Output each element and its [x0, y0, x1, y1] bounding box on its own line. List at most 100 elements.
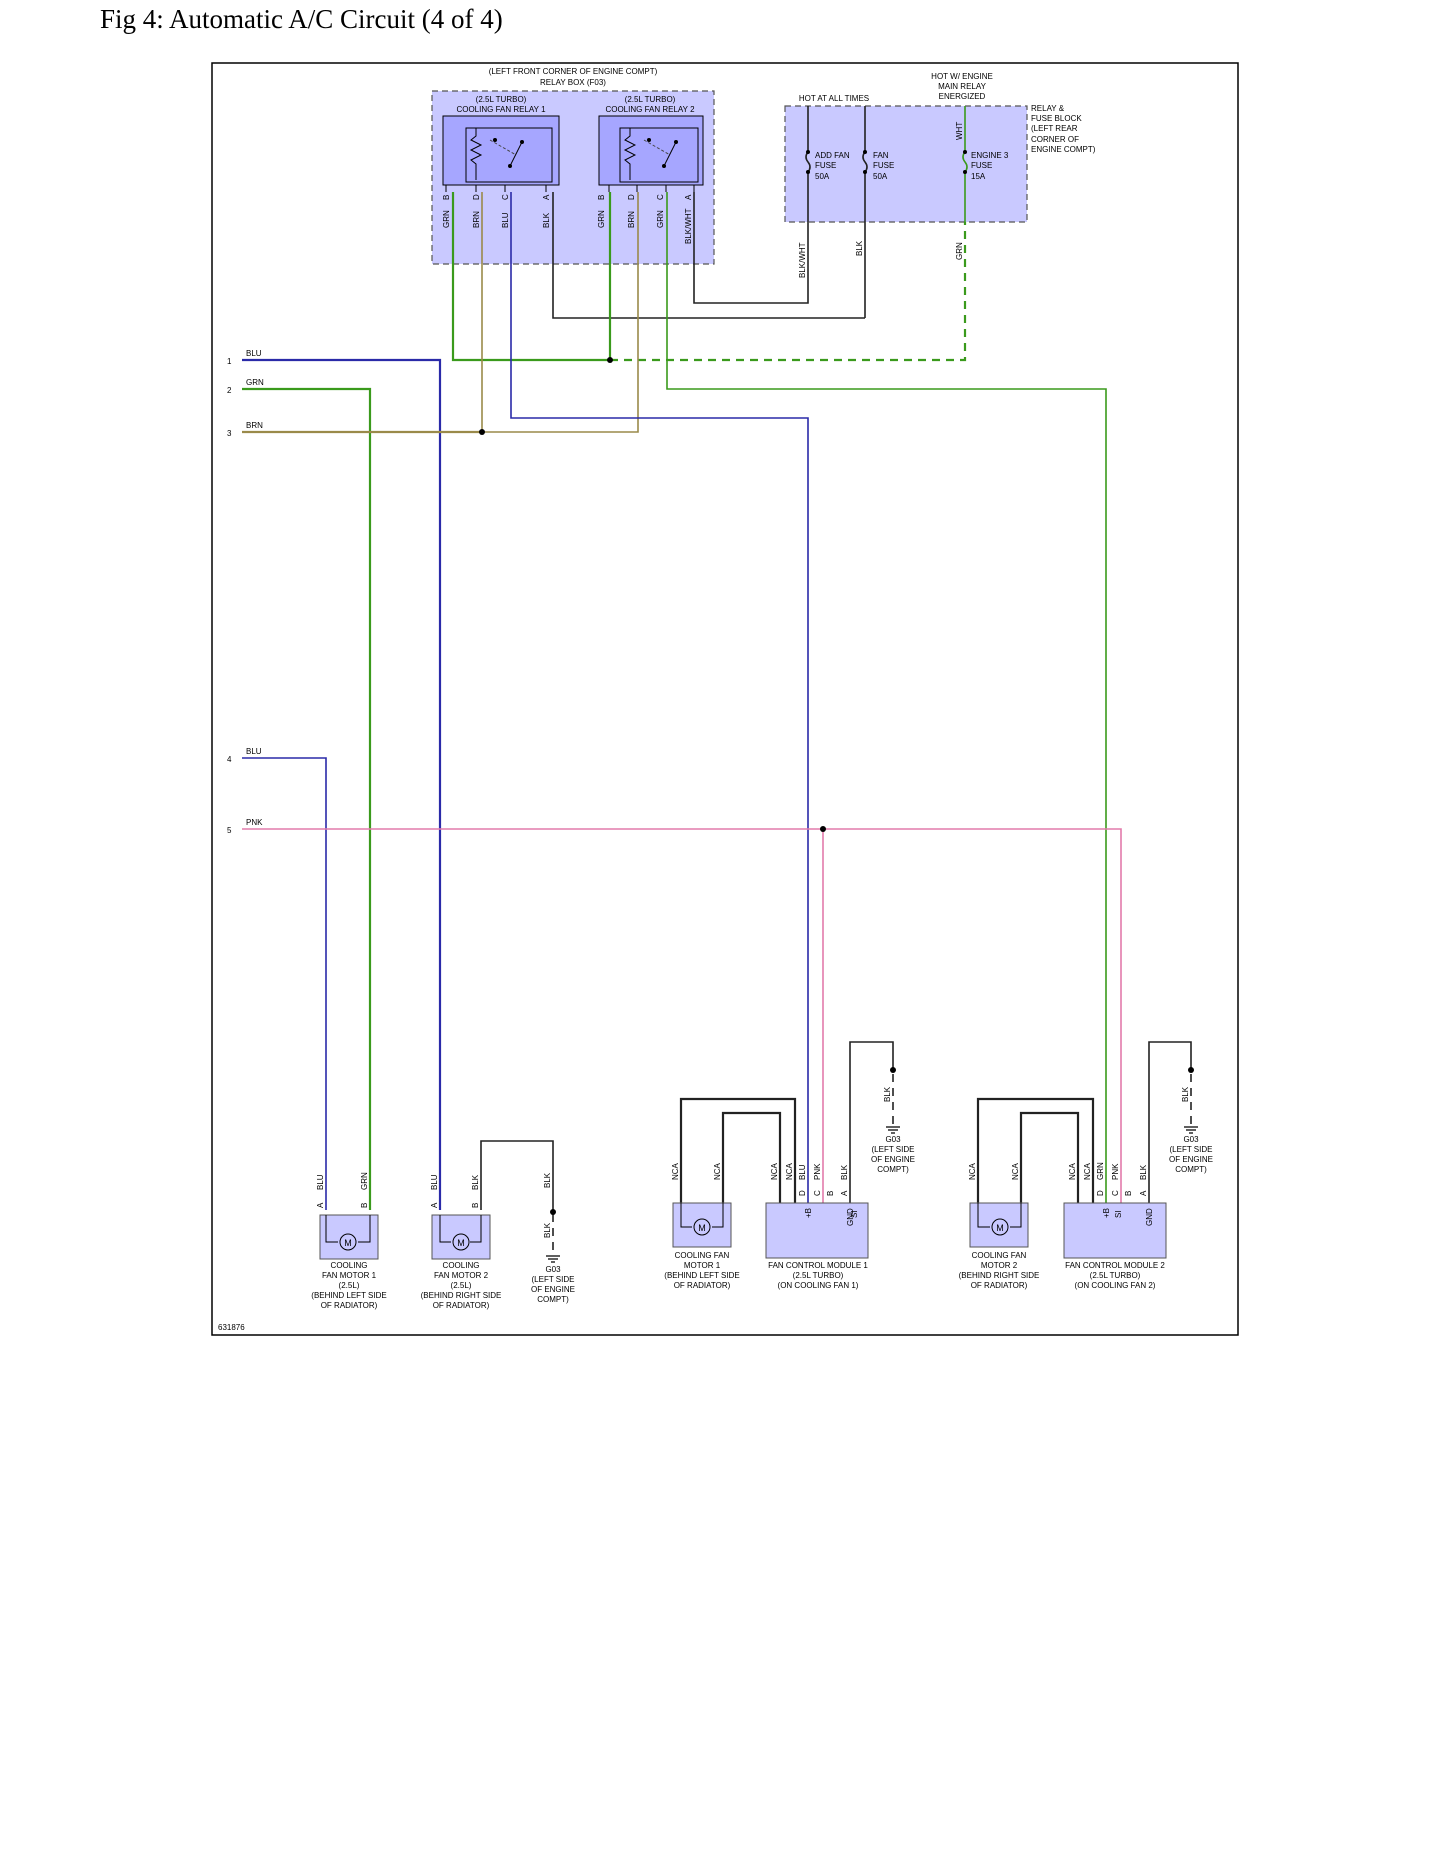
svg-text:BRN: BRN	[246, 421, 263, 430]
svg-text:15A: 15A	[971, 172, 986, 181]
svg-text:GRN: GRN	[442, 210, 451, 228]
svg-text:RELAY BOX (F03): RELAY BOX (F03)	[540, 78, 606, 87]
svg-text:(2.5L TURBO): (2.5L TURBO)	[476, 95, 527, 104]
svg-text:PNK: PNK	[1111, 1163, 1120, 1180]
svg-text:50A: 50A	[815, 172, 830, 181]
svg-text:GRN: GRN	[246, 378, 264, 387]
svg-text:(BEHIND LEFT SIDE: (BEHIND LEFT SIDE	[311, 1291, 386, 1300]
svg-text:NCA: NCA	[968, 1162, 977, 1180]
svg-text:B: B	[597, 195, 606, 200]
svg-text:A: A	[316, 1202, 325, 1208]
svg-text:BLK: BLK	[543, 1172, 552, 1188]
svg-text:FUSE BLOCK: FUSE BLOCK	[1031, 114, 1082, 123]
svg-text:C: C	[501, 194, 510, 200]
svg-text:BLU: BLU	[246, 747, 262, 756]
connector-2: 2 GRN	[227, 378, 264, 395]
svg-text:(ON COOLING FAN 2): (ON COOLING FAN 2)	[1075, 1281, 1156, 1290]
svg-text:G03: G03	[545, 1265, 561, 1274]
svg-text:(2.5L TURBO): (2.5L TURBO)	[1090, 1271, 1141, 1280]
motor-symbol: M	[344, 1238, 352, 1248]
svg-text:HOT AT ALL TIMES: HOT AT ALL TIMES	[799, 94, 869, 103]
svg-text:D: D	[798, 1190, 807, 1196]
fan-control-module-1: NCA NCA BLU PNK BLK D C B A +B SI GND FA…	[765, 1162, 869, 1290]
cooling-fan-motor-1-turbo: NCA NCA M COOLING FAN MOTOR 1 (BEHIND LE…	[664, 1162, 739, 1290]
svg-text:B: B	[442, 195, 451, 200]
svg-text:ADD FAN: ADD FAN	[815, 151, 850, 160]
svg-text:FAN MOTOR 1: FAN MOTOR 1	[322, 1271, 377, 1280]
svg-text:SI: SI	[850, 1210, 859, 1218]
svg-text:COOLING FAN RELAY 2: COOLING FAN RELAY 2	[605, 105, 695, 114]
svg-text:GRN: GRN	[597, 210, 606, 228]
svg-text:(LEFT FRONT CORNER OF ENGINE C: (LEFT FRONT CORNER OF ENGINE COMPT)	[489, 67, 658, 76]
cooling-fan-motor-2: BLU BLK A B M COOLING FAN MOTOR 2 (2.5L)…	[421, 1174, 502, 1310]
svg-text:B: B	[360, 1203, 369, 1208]
svg-text:FAN: FAN	[873, 151, 889, 160]
page-title: Fig 4: Automatic A/C Circuit (4 of 4)	[100, 4, 503, 34]
motor-symbol: M	[457, 1238, 465, 1248]
svg-text:(LEFT SIDE: (LEFT SIDE	[872, 1145, 915, 1154]
svg-text:C: C	[656, 194, 665, 200]
svg-text:OF RADIATOR): OF RADIATOR)	[321, 1301, 378, 1310]
svg-text:FUSE: FUSE	[815, 161, 836, 170]
motor-symbol: M	[996, 1223, 1004, 1233]
cooling-fan-motor-1: BLU GRN A B M COOLING FAN MOTOR 1 (2.5L)…	[311, 1172, 386, 1310]
svg-text:FAN MOTOR 2: FAN MOTOR 2	[434, 1271, 489, 1280]
svg-text:FAN CONTROL MODULE 1: FAN CONTROL MODULE 1	[768, 1261, 868, 1270]
svg-text:BLK: BLK	[855, 240, 864, 256]
connector-1: 1 BLU	[227, 349, 262, 366]
svg-text:NCA: NCA	[770, 1162, 779, 1180]
svg-text:+B: +B	[1102, 1208, 1111, 1218]
svg-text:COMPT): COMPT)	[877, 1165, 909, 1174]
svg-text:BLU: BLU	[798, 1164, 807, 1180]
svg-text:A: A	[840, 1190, 849, 1196]
svg-text:(ON COOLING FAN 1): (ON COOLING FAN 1)	[778, 1281, 859, 1290]
svg-text:B: B	[1124, 1191, 1133, 1196]
svg-text:G03: G03	[1183, 1135, 1199, 1144]
svg-text:OF ENGINE: OF ENGINE	[1169, 1155, 1213, 1164]
svg-text:OF RADIATOR): OF RADIATOR)	[674, 1281, 731, 1290]
svg-text:(BEHIND RIGHT SIDE: (BEHIND RIGHT SIDE	[421, 1291, 502, 1300]
cooling-fan-motor-2-turbo: NCA NCA M COOLING FAN MOTOR 2 (BEHIND RI…	[959, 1162, 1040, 1290]
svg-text:GND: GND	[1145, 1208, 1154, 1226]
svg-text:(LEFT SIDE: (LEFT SIDE	[1170, 1145, 1213, 1154]
svg-text:A: A	[542, 194, 551, 200]
ground-g03-a: BLK BLK G03 (LEFT SIDE OF ENGINE COMPT)	[531, 1172, 575, 1304]
relay-fuse-block: HOT AT ALL TIMES HOT W/ ENGINE MAIN RELA…	[784, 72, 1096, 318]
svg-text:BLK/WHT: BLK/WHT	[798, 242, 807, 278]
svg-text:BLK: BLK	[883, 1086, 892, 1102]
svg-text:HOT W/ ENGINE: HOT W/ ENGINE	[931, 72, 993, 81]
svg-text:BLK: BLK	[1181, 1086, 1190, 1102]
svg-text:PNK: PNK	[813, 1163, 822, 1180]
svg-text:MAIN RELAY: MAIN RELAY	[938, 82, 987, 91]
fan-control-module-2: NCA NCA GRN PNK BLK D C B A +B SI GND FA…	[1063, 1162, 1167, 1290]
ground-icon	[1184, 1126, 1198, 1134]
svg-text:4: 4	[227, 755, 232, 764]
svg-text:MOTOR 2: MOTOR 2	[981, 1261, 1018, 1270]
svg-text:FAN CONTROL MODULE 2: FAN CONTROL MODULE 2	[1065, 1261, 1165, 1270]
svg-text:BLK: BLK	[840, 1164, 849, 1180]
svg-text:GND: GND	[846, 1208, 855, 1226]
wire-harness	[242, 192, 1194, 1255]
svg-text:BLU: BLU	[501, 212, 510, 228]
svg-text:+B: +B	[804, 1208, 813, 1218]
svg-text:NCA: NCA	[1011, 1162, 1020, 1180]
svg-text:ENGINE COMPT): ENGINE COMPT)	[1031, 145, 1096, 154]
svg-text:50A: 50A	[873, 172, 888, 181]
relay-box: (LEFT FRONT CORNER OF ENGINE COMPT) RELA…	[431, 67, 715, 265]
connector-5: 5 PNK	[227, 818, 263, 835]
svg-text:D: D	[1096, 1190, 1105, 1196]
svg-text:D: D	[627, 194, 636, 200]
fan-fuse	[862, 106, 868, 318]
svg-text:BLK: BLK	[543, 1222, 552, 1238]
ground-icon	[886, 1126, 900, 1134]
svg-text:B: B	[826, 1191, 835, 1196]
svg-text:A: A	[684, 194, 693, 200]
svg-text:OF ENGINE: OF ENGINE	[871, 1155, 915, 1164]
svg-text:SI: SI	[1114, 1210, 1123, 1218]
svg-text:FUSE: FUSE	[873, 161, 894, 170]
svg-text:BRN: BRN	[627, 211, 636, 228]
svg-text:BLK: BLK	[1139, 1164, 1148, 1180]
svg-text:(BEHIND RIGHT SIDE: (BEHIND RIGHT SIDE	[959, 1271, 1040, 1280]
svg-text:MOTOR 1: MOTOR 1	[684, 1261, 721, 1270]
